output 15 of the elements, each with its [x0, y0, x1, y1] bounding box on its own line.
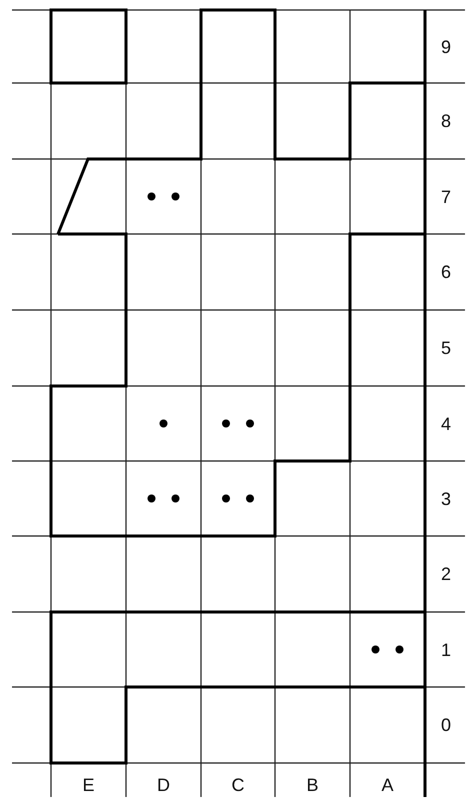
column-label: A — [382, 775, 394, 795]
row-label: 1 — [441, 640, 451, 660]
row-label: 9 — [441, 36, 451, 56]
row-label: 5 — [441, 338, 451, 358]
row-label: 7 — [441, 186, 451, 206]
column-label: D — [157, 775, 170, 795]
row-label: 3 — [441, 488, 451, 508]
column-label: B — [306, 775, 318, 795]
row-label: 2 — [441, 564, 451, 584]
column-label: C — [232, 775, 244, 795]
row-label: 4 — [441, 414, 451, 434]
row-label: 8 — [441, 111, 451, 131]
column-label: E — [82, 775, 94, 795]
row-label: 0 — [441, 715, 451, 735]
row-label: 6 — [441, 262, 451, 282]
